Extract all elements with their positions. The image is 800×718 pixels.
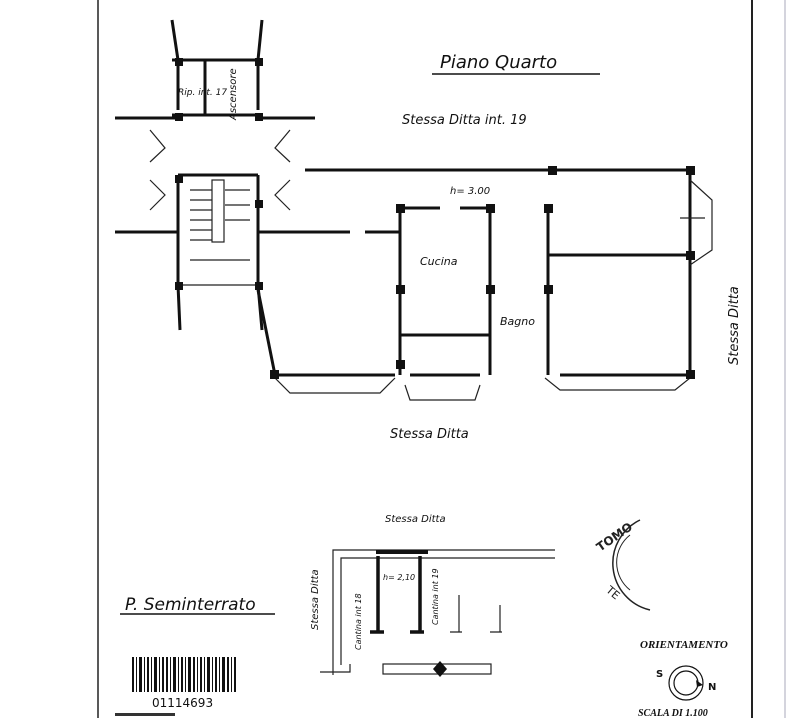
neighbor-top-label: Stessa Ditta int. 19 (402, 113, 527, 128)
south-label: S (656, 669, 663, 680)
svg-text:TE: TE (603, 583, 623, 602)
neighbor-right-label: Stessa Ditta (727, 286, 742, 365)
kitchen-label: Cucina (420, 255, 458, 268)
neighbor-bottom-label: Stessa Ditta (390, 427, 469, 442)
basement-neighbor-top: Stessa Ditta (385, 514, 446, 525)
floor-title: Piano Quarto (440, 52, 557, 73)
basement-title: P. Seminterrato (125, 595, 256, 615)
scale-label: SCALA DI 1.100 (638, 708, 708, 718)
barcode (132, 657, 236, 692)
basement-neighbor-left: Stessa Ditta (310, 569, 321, 630)
stamp: TOMO TE (594, 519, 651, 611)
apartment-walls (256, 166, 713, 401)
north-label: N (708, 682, 716, 693)
footer-bar (115, 713, 175, 716)
ceiling-height-label: h= 3.00 (450, 186, 490, 197)
elevator-label: Ascensore (228, 68, 239, 121)
basement-ceiling-height: h= 2,10 (383, 573, 415, 582)
compass-icon (668, 665, 704, 701)
storage-label: Rip. int. 17 (178, 88, 227, 98)
bathroom-label: Bagno (500, 315, 535, 328)
cellar-19-label: Cantina int 19 (431, 568, 440, 625)
barcode-number: 01114693 (152, 696, 213, 710)
cellar-18-label: Cantina int 18 (354, 593, 363, 650)
stair-core (115, 19, 315, 331)
orientation-label: ORIENTAMENTO (640, 639, 728, 651)
basement-walls (320, 549, 555, 677)
